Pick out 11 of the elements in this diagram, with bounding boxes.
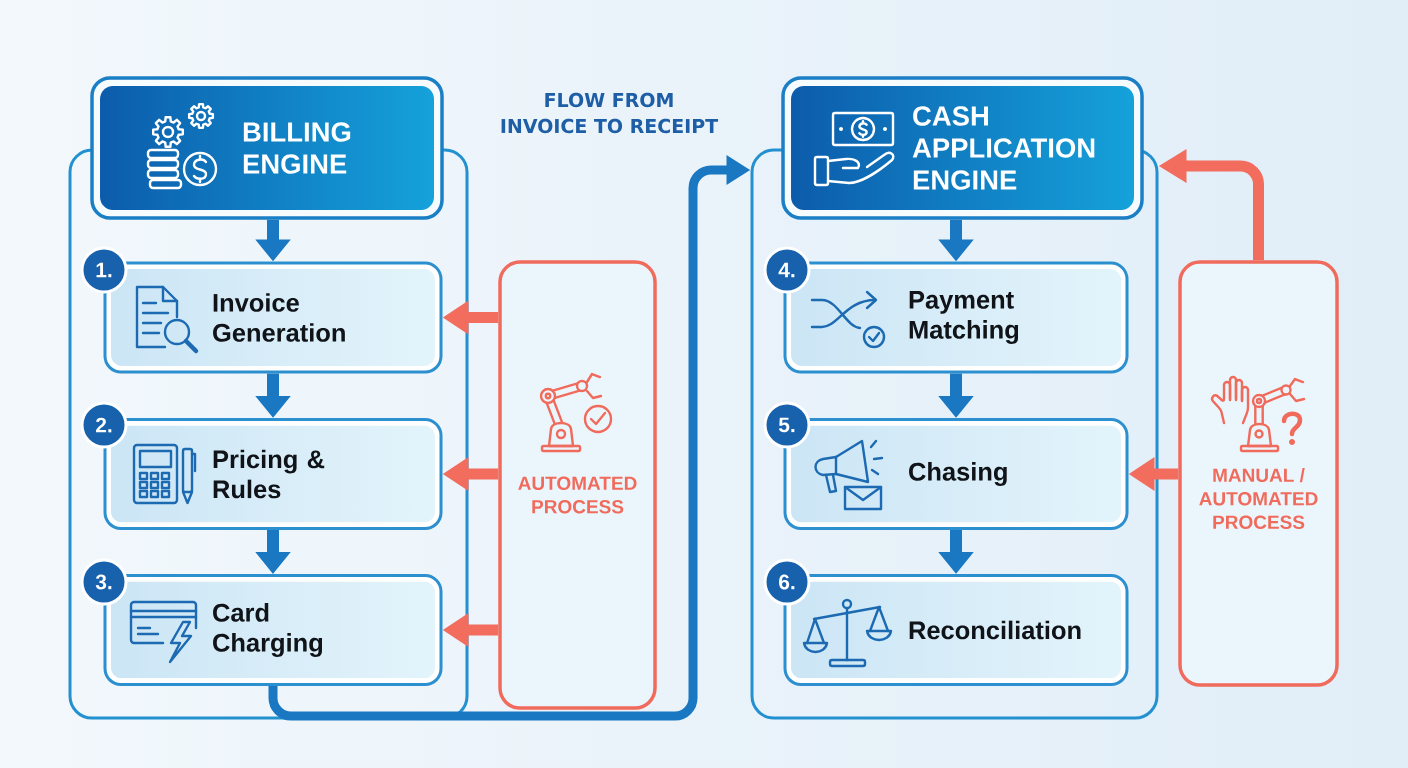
edge-label: FLOW FROM INVOICE TO RECEIPT <box>501 92 719 134</box>
number-badge: 2. <box>80 401 128 449</box>
process-panel: MANUAL / AUTOMATED PROCESS <box>1178 260 1339 687</box>
header-box: BILLING ENGINE <box>90 76 444 220</box>
number-badge: 4. <box>763 246 811 294</box>
number-badge: 6. <box>763 558 811 606</box>
process-panel: AUTOMATED PROCESS <box>498 260 657 710</box>
header-box: CASH APPLICATION ENGINE <box>781 76 1144 220</box>
number-badge: 5. <box>763 401 811 449</box>
number-badge: 1. <box>80 246 128 294</box>
number-badge: 3. <box>80 558 128 606</box>
